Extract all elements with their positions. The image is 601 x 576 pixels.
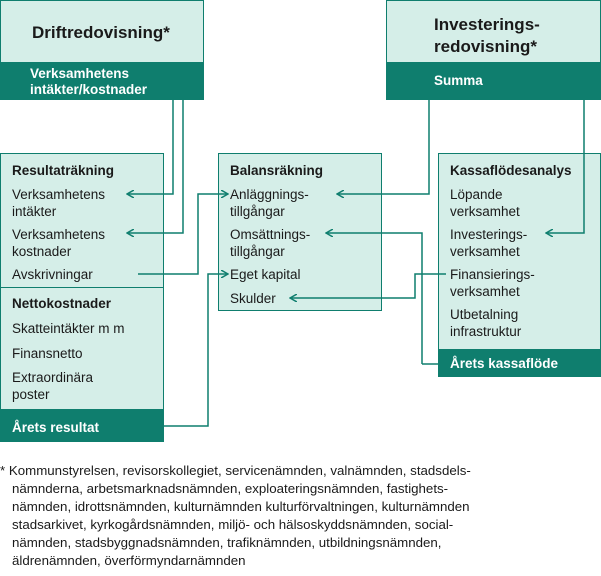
arets-resultat-bar — [0, 409, 164, 442]
netto-item-finansnetto: Finansnetto — [12, 346, 83, 361]
bal-item-omsattning-line2: tillgångar — [230, 244, 285, 259]
kassaflodesanalys-box — [438, 153, 601, 351]
line-resultat-eget-kapital — [164, 274, 228, 427]
bal-item-omsattning-line1: Omsättnings- — [230, 227, 311, 242]
bal-item-anlaggning-line2: tillgångar — [230, 204, 285, 219]
res-item-kostnader-line2: kostnader — [12, 244, 72, 259]
res-item-intakter-line1: Verksamhetens — [12, 187, 106, 202]
res-item-kostnader-line1: Verksamhetens — [12, 227, 106, 242]
bal-item-eget-kapital: Eget kapital — [230, 267, 301, 282]
balansrakning-heading: Balansräkning — [230, 163, 324, 178]
drift-bar — [0, 62, 204, 100]
netto-item-skatteintakter: Skatteintäkter m m — [12, 321, 125, 336]
resultat-divider — [0, 287, 164, 288]
footnote-line: nämnden, idrottsnämnden, kulturnämnden k… — [12, 499, 470, 514]
line-drift-kostnader — [127, 100, 184, 233]
footnote-line: nämnden, stadsbyggnadsnämnden, trafiknäm… — [12, 535, 442, 550]
footnote: * Kommunstyrelsen, revisorskollegiet, se… — [0, 462, 598, 570]
kassa-item-utbetalning-line2: infrastruktur — [450, 324, 522, 339]
footnote-line: nämnderna, arbetsmarknadsnämnden, exploa… — [12, 481, 449, 496]
kassa-item-investering-line1: Investerings- — [450, 227, 528, 242]
line-summa-investering — [546, 100, 585, 233]
resultatrakning-heading: Resultaträkning — [12, 163, 115, 178]
line-avskrivningar-anlaggning — [138, 194, 228, 275]
investeringsredovisning-box — [386, 0, 601, 64]
kassa-item-finansiering-line1: Finansierings- — [450, 267, 535, 282]
line-kassaflode-omsattning — [326, 233, 423, 364]
summa-bar — [386, 62, 601, 100]
drift-bar-line2: intäkter/kostnader — [30, 82, 148, 97]
res-item-avskrivningar: Avskrivningar — [12, 267, 93, 282]
bal-item-anlaggning-line1: Anläggnings- — [230, 187, 309, 202]
arets-resultat-label: Årets resultat — [12, 420, 100, 435]
balansrakning-box — [218, 153, 382, 311]
netto-item-extraordinara-line2: poster — [12, 387, 50, 402]
drift-bar-line1: Verksamhetens — [30, 66, 130, 81]
kassaflodesanalys-heading: Kassaflödesanalys — [450, 163, 572, 178]
resultatrakning-box — [0, 153, 164, 411]
arets-kassaflode-label: Årets kassaflöde — [450, 356, 559, 371]
investeringsredovisning-title-line2: redovisning* — [434, 37, 537, 56]
arets-kassaflode-bar — [438, 349, 601, 377]
footnote-line: * Kommunstyrelsen, revisorskollegiet, se… — [0, 463, 471, 478]
driftredovisning-title: Driftredovisning* — [32, 23, 170, 42]
kassa-item-finansiering-line2: verksamhet — [450, 284, 520, 299]
res-item-intakter-line2: intäkter — [12, 204, 57, 219]
netto-item-extraordinara-line1: Extraordinära — [12, 370, 94, 385]
footnote-line: äldrenämnden, överförmyndarnämnden — [12, 553, 246, 568]
kassa-item-lopande-line2: verksamhet — [450, 204, 520, 219]
driftredovisning-box — [0, 0, 204, 64]
nettokostnader-heading: Nettokostnader — [12, 296, 112, 311]
line-drift-intakter — [127, 100, 174, 194]
line-summa-anlaggning — [337, 100, 430, 194]
kassa-item-utbetalning-line1: Utbetalning — [450, 307, 519, 322]
summa-label: Summa — [434, 73, 483, 88]
footnote-line: stadsarkivet, kyrkogårdsnämnden, miljö- … — [12, 517, 454, 532]
kassa-item-investering-line2: verksamhet — [450, 244, 520, 259]
bal-item-skulder: Skulder — [230, 291, 276, 306]
line-finansiering-skulder — [290, 273, 446, 298]
kassa-item-lopande-line1: Löpande — [450, 187, 503, 202]
investeringsredovisning-title-line1: Investerings- — [434, 15, 540, 34]
